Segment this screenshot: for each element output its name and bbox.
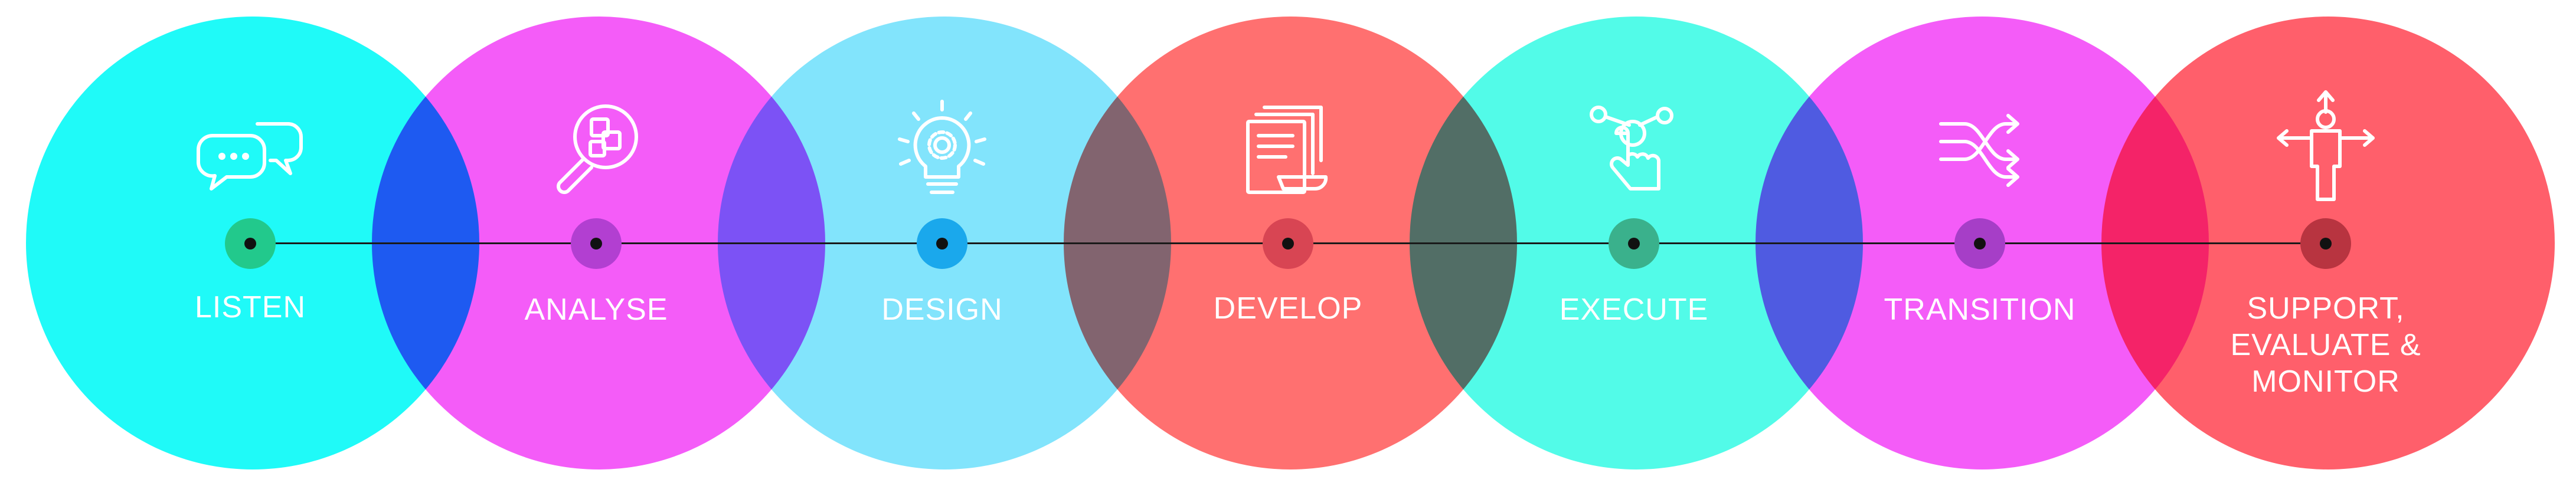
shuffle-arrows-icon — [1921, 94, 2039, 212]
documents-icon — [1229, 94, 1347, 212]
node-center-dot — [1282, 238, 1294, 249]
stage-label-listen: LISTEN — [194, 290, 306, 324]
stage-label-analyse: ANALYSE — [524, 293, 668, 327]
magnifier-puzzle-icon — [537, 94, 655, 212]
node-center-dot — [936, 238, 948, 249]
stage-node-analyse — [571, 218, 622, 269]
stage-label-line: MONITOR — [2251, 364, 2400, 399]
stage-node-support — [2300, 218, 2351, 269]
lightbulb-gear-icon — [883, 94, 1001, 212]
node-center-dot — [1974, 238, 1986, 249]
node-center-dot — [1628, 238, 1640, 249]
node-center-dot — [244, 238, 256, 249]
stage-label-transition: TRANSITION — [1884, 293, 2076, 327]
stage-label-execute: EXECUTE — [1559, 293, 1709, 327]
stage-label-support: SUPPORT, EVALUATE & MONITOR — [2160, 290, 2491, 400]
stage-node-execute — [1609, 218, 1659, 269]
stage-label-develop: DEVELOP — [1213, 291, 1363, 326]
node-center-dot — [2320, 238, 2332, 249]
person-arrows-icon — [2267, 88, 2385, 206]
stage-node-develop — [1263, 218, 1313, 269]
stage-node-design — [917, 218, 967, 269]
hand-pointer-network-icon — [1575, 94, 1693, 212]
chat-bubbles-icon — [191, 94, 309, 212]
stage-node-transition — [1954, 218, 2005, 269]
node-center-dot — [590, 238, 602, 249]
stage-label-line: SUPPORT, — [2247, 291, 2405, 326]
stage-label-line: EVALUATE & — [2230, 328, 2421, 362]
stage-label-design: DESIGN — [881, 293, 1003, 327]
stage-node-listen — [225, 218, 276, 269]
